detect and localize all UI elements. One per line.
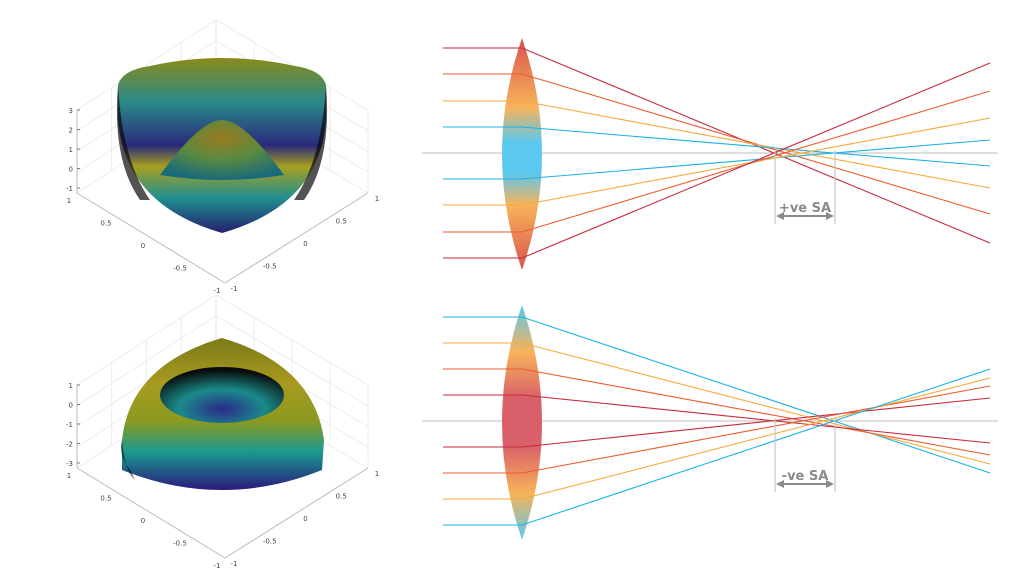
y-tick-label: -0.5 [173, 265, 187, 273]
x-tick-label: 1 [375, 195, 379, 203]
y-tick-label: -0.5 [173, 540, 187, 548]
x-tick-label: 0.5 [336, 493, 347, 501]
light-ray [443, 100, 991, 189]
positive-sa-label: +ve SA [779, 201, 831, 216]
x-tick-label: -1 [231, 560, 238, 568]
light-ray [443, 342, 991, 465]
x-tick-label: -0.5 [263, 538, 277, 546]
central-dip [160, 367, 284, 423]
ray-diagram-negative-sa [422, 305, 998, 540]
z-tick-label: 2 [69, 127, 73, 135]
lens [502, 38, 542, 270]
z-tick-label: -1 [66, 185, 73, 193]
y-axis [76, 192, 226, 284]
light-ray [443, 62, 991, 259]
grid-line [76, 336, 369, 427]
x-axis [224, 467, 369, 559]
y-tick-label: 1 [67, 197, 71, 205]
light-ray [443, 139, 991, 180]
x-tick-label: -1 [231, 285, 238, 293]
x-tick-label: 0 [303, 515, 307, 523]
surface-plot-spherical-aberration-positive [76, 19, 369, 284]
y-tick-label: 0.5 [100, 220, 111, 228]
light-ray [443, 394, 991, 444]
light-ray [443, 90, 991, 233]
light-ray [443, 385, 991, 474]
z-tick-label: 1 [69, 382, 73, 390]
y-axis [76, 467, 226, 559]
lens [502, 305, 542, 540]
light-ray [443, 397, 991, 448]
z-tick-label: 1 [69, 146, 73, 154]
surface-plot-spherical-aberration-negative [76, 294, 369, 559]
y-tick-label: 0 [141, 517, 145, 525]
central-peak [160, 120, 284, 180]
x-axis [224, 192, 369, 284]
x-tick-label: -0.5 [263, 263, 277, 271]
negative-sa-label: -ve SA [782, 469, 829, 484]
y-tick-label: -1 [214, 287, 221, 295]
z-tick-label: 0 [69, 166, 73, 174]
grid-line [76, 294, 369, 386]
shadow [294, 85, 328, 200]
shadow [116, 85, 150, 200]
light-ray [443, 117, 991, 206]
z-tick-label: 3 [69, 107, 73, 115]
ray-diagram-positive-sa [422, 38, 998, 270]
z-tick-label: 0 [69, 402, 73, 410]
shadow [121, 440, 135, 480]
x-tick-label: 0.5 [336, 218, 347, 226]
light-ray [443, 73, 991, 215]
y-tick-label: 0 [141, 242, 145, 250]
light-ray [443, 368, 991, 526]
z-tick-label: -2 [66, 441, 73, 449]
z-tick-label: -1 [66, 421, 73, 429]
y-tick-label: 0.5 [100, 495, 111, 503]
z-tick-label: -3 [66, 460, 73, 468]
light-ray [443, 368, 991, 456]
y-tick-label: 1 [67, 472, 71, 480]
light-ray [443, 377, 991, 500]
x-tick-label: 1 [375, 470, 379, 478]
grid-line [76, 315, 369, 407]
x-tick-label: 0 [303, 240, 307, 248]
y-tick-label: -1 [214, 562, 221, 570]
light-ray [443, 47, 991, 244]
